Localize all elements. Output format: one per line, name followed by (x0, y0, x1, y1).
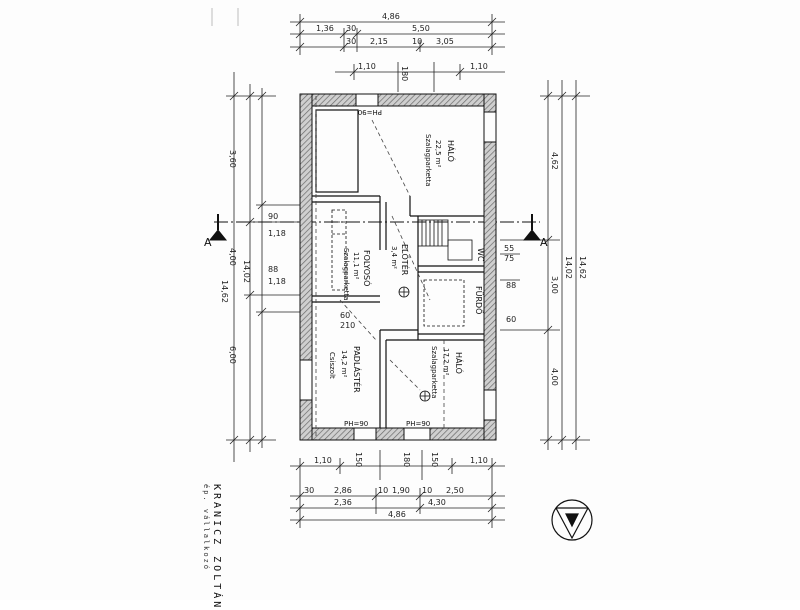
top-dim-label: 180 (400, 66, 409, 81)
bottom-dim-label: 2,36 (334, 498, 352, 507)
top-dim-label: 30 (346, 37, 356, 46)
room-name: PADLÁSTÉR (352, 346, 363, 393)
scan-marks (211, 8, 239, 26)
author-role: ép. vállalkozó (202, 484, 210, 572)
left-dim-label: 14,62 (220, 280, 229, 303)
room-name: WC (476, 248, 485, 262)
room-hall: ELŐTÉR 3,4 m² (390, 244, 411, 276)
left-opening-label: 88 (268, 265, 278, 274)
bottom-dim-label: 1,10 (470, 456, 488, 465)
room-floor: Csiszolt (328, 352, 336, 379)
bottom-dimension-chain (290, 450, 505, 528)
room-area: 17,2 m² (442, 348, 450, 376)
author-name: KRANICZ ZOLTÁN (211, 484, 222, 610)
roof-lines (315, 96, 445, 440)
left-dim-label: 14,02 (242, 260, 251, 283)
room-floor: Szalagparketta (424, 134, 432, 187)
right-dim-label: 4,62 (550, 152, 559, 170)
right-opening-label: 55 (504, 244, 514, 253)
level-mark-top: PH=90 (358, 108, 382, 116)
right-dim-label: 14,62 (578, 256, 587, 279)
room-floor: Szalagparketta (342, 248, 350, 301)
top-dim-label: 1,10 (358, 62, 376, 71)
author-stamp: KRANICZ ZOLTÁN ép. vállalkozó (198, 484, 238, 610)
room-wc: WC (476, 248, 485, 262)
left-dim-label: 6,00 (228, 346, 237, 364)
top-total-dim: 4,86 (382, 12, 400, 21)
room-corridor: FOLYOSÓ 11,1 m² Szalagparketta (342, 248, 373, 301)
level-mark-bottom-right: PH=90 (406, 420, 430, 428)
left-opening-label: 90 (268, 212, 278, 221)
left-opening-label: 60 (340, 311, 350, 320)
right-dimension-chain (500, 80, 590, 450)
right-dim-label: 4,00 (550, 368, 559, 386)
bottom-dim-label: 4,30 (428, 498, 446, 507)
room-floor: Szalagparketta (430, 346, 438, 399)
north-arrow-icon (551, 499, 593, 541)
left-opening-label: 1,18 (268, 277, 286, 286)
left-opening-label: 210 (340, 321, 355, 330)
right-dim-label: 3,00 (550, 276, 559, 294)
bottom-dim-label: 1,90 (392, 486, 410, 495)
level-mark-bottom-left: PH=90 (344, 420, 368, 428)
interior-walls (312, 109, 484, 428)
room-area: 3,4 m² (390, 246, 398, 269)
right-opening-label: 88 (506, 281, 516, 290)
top-dim-label: 2,15 (370, 37, 388, 46)
sanitary-fixtures (398, 239, 473, 402)
room-name: FÜRDŐ (474, 286, 484, 314)
room-name: ELŐTÉR (400, 244, 411, 276)
room-area: 22,5 m² (434, 140, 442, 168)
right-opening-label: 75 (504, 254, 514, 263)
bottom-dim-label: 1,10 (314, 456, 332, 465)
left-dim-label: 4,00 (228, 248, 237, 266)
bottom-dim-label: 180 (402, 452, 411, 467)
top-dim-label: 5,50 (412, 24, 430, 33)
right-dim-label: 14,02 (564, 256, 573, 279)
room-bedroom-top: HÁLÓ 22,5 m² Szalagparketta (424, 134, 457, 187)
room-area: 11,1 m² (352, 252, 360, 280)
left-dim-label: 3,60 (228, 150, 237, 168)
top-dimension-chain (290, 14, 505, 92)
left-dimension-chain (226, 72, 300, 462)
bottom-dim-label: 10 (378, 486, 388, 495)
staircase (331, 209, 449, 291)
bottom-dim-label: 150 (354, 452, 363, 467)
section-mark-left: A (204, 236, 212, 249)
top-dim-label: 10 (412, 37, 422, 46)
room-name: HÁLÓ (454, 352, 465, 374)
bottom-dim-label: 150 (430, 452, 439, 467)
top-dim-label: 1,10 (470, 62, 488, 71)
exterior-walls (299, 93, 497, 441)
room-name: FOLYOSÓ (362, 250, 373, 286)
room-bath: FÜRDŐ (474, 286, 484, 314)
bottom-dim-label: 2,86 (334, 486, 352, 495)
bottom-total-dim: 4,86 (388, 510, 406, 519)
bottom-dim-label: 10 (422, 486, 432, 495)
room-storage: PADLÁSTÉR 14,2 m² Csiszolt (328, 346, 363, 393)
right-opening-label: 60 (506, 315, 516, 324)
top-dim-label: 30 (346, 24, 356, 33)
bottom-dim-label: 30 (304, 486, 314, 495)
room-name: HÁLÓ (446, 140, 457, 162)
top-dim-label: 1,36 (316, 24, 334, 33)
room-area: 14,2 m² (340, 350, 348, 378)
left-opening-label: 1,18 (268, 229, 286, 238)
top-dim-label: 3,05 (436, 37, 454, 46)
room-bedroom-bottom: HÁLÓ 17,2 m² Szalagparketta (430, 346, 465, 399)
section-mark-right: A (540, 236, 548, 249)
bottom-dim-label: 2,50 (446, 486, 464, 495)
